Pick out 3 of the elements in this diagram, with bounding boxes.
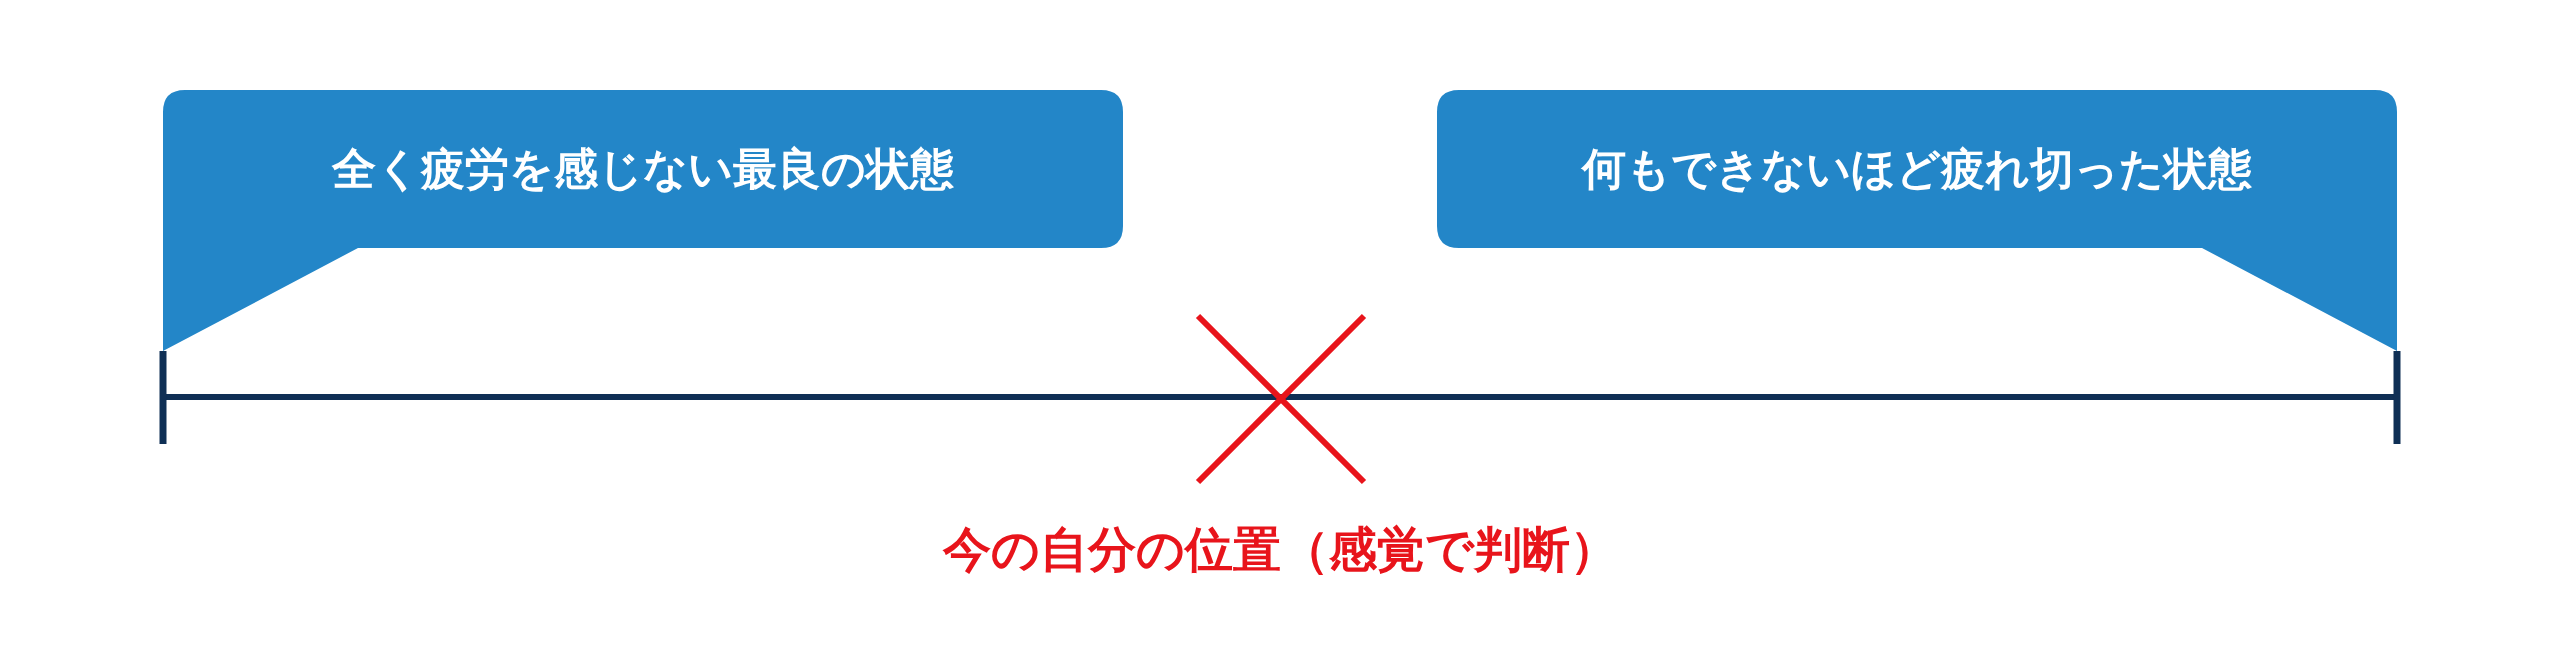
position-caption: 今の自分の位置（感覚で判断） <box>941 520 1619 579</box>
bubble-text: 全く疲労を感じない最良の状態 <box>331 141 955 196</box>
bubble-text: 何もできないほど疲れ切った状態 <box>1580 141 2253 196</box>
